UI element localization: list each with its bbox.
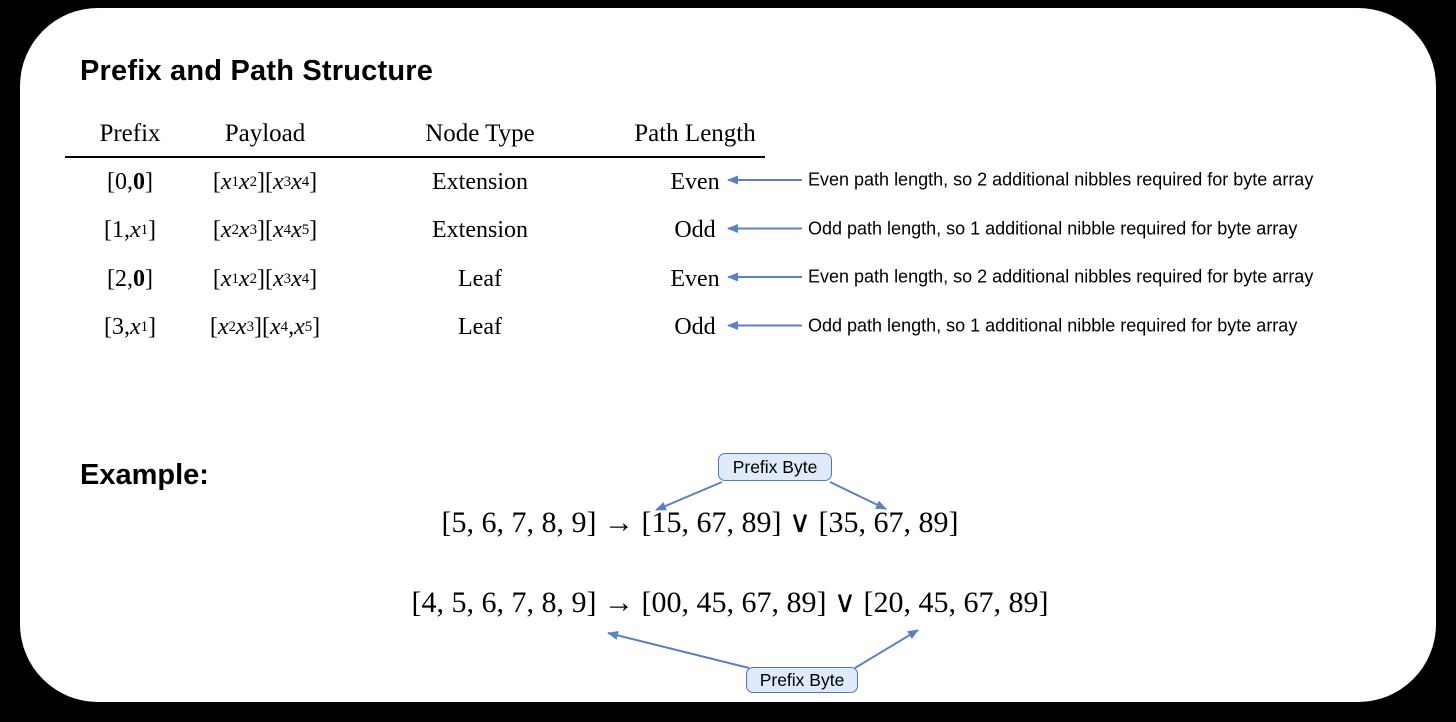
- prefix-byte-badge-bottom: Prefix Byte: [746, 667, 858, 693]
- annotation-row-3: Even path length, so 2 additional nibble…: [808, 266, 1314, 287]
- table-row-1-node-type: Extension: [432, 168, 528, 195]
- table-row-2-node-type: Extension: [432, 217, 528, 244]
- prefix-byte-badge-bottom-label: Prefix Byte: [759, 669, 845, 690]
- bottom-badge-right-arrow-icon: [854, 629, 919, 669]
- table-row-3-node-type: Leaf: [458, 265, 502, 292]
- annotation-row-4: Odd path length, so 1 additional nibble …: [808, 315, 1298, 335]
- page-title: Prefix and Path Structure: [80, 55, 434, 87]
- table-header-rule: [65, 156, 765, 158]
- table-row-1-prefix: [0, 0]: [107, 168, 153, 195]
- prefix-byte-badge-top: Prefix Byte: [718, 453, 832, 481]
- table-row-3-path-length: Even: [670, 265, 720, 292]
- table-row-1-path-length: Even: [670, 168, 720, 195]
- example-line-2: [4, 5, 6, 7, 8, 9] → [00, 45, 67, 89] ∨ …: [411, 586, 1049, 619]
- example-line-1: [5, 6, 7, 8, 9] → [15, 67, 89] ∨ [35, 67…: [441, 506, 959, 539]
- annotation-row-2: Odd path length, so 1 additional nibble …: [808, 218, 1298, 238]
- bottom-badge-left-arrow-icon: [607, 631, 750, 669]
- table-row-2-path-length: Odd: [674, 217, 716, 244]
- table-header-payload: Payload: [224, 120, 306, 147]
- annotation-row-1: Even path length, so 2 additional nibble…: [808, 169, 1314, 190]
- table-header-node-type: Node Type: [425, 120, 535, 147]
- prefix-byte-badge-top-label: Prefix Byte: [732, 456, 818, 477]
- table-row-4-node-type: Leaf: [458, 314, 502, 341]
- table-header-path-length: Path Length: [634, 120, 756, 147]
- table-row-4-path-length: Odd: [674, 314, 716, 341]
- example-heading: Example:: [80, 459, 209, 491]
- prefix-table: Prefix Payload Node Type Path Length [0,…: [65, 112, 765, 352]
- diagram-card: Prefix and Path Structure Prefix Payload…: [20, 8, 1436, 702]
- table-header-prefix: Prefix: [99, 120, 161, 147]
- table-row-3-prefix: [2, 0]: [107, 265, 153, 292]
